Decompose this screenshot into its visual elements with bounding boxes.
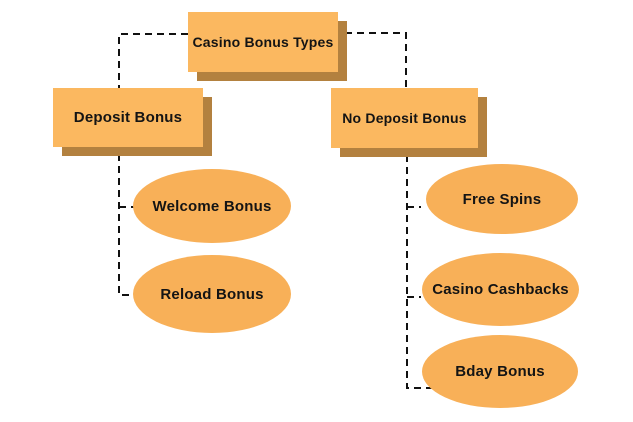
node-bday-bonus: Bday Bonus <box>422 335 578 408</box>
node-no-deposit-bonus: No Deposit Bonus <box>331 88 478 148</box>
connector-nodeposit-children-spine <box>406 155 432 389</box>
node-label: Welcome Bonus <box>152 197 272 215</box>
node-welcome-bonus: Welcome Bonus <box>133 169 291 243</box>
node-casino-bonus-types: Casino Bonus Types <box>188 12 338 72</box>
node-free-spins: Free Spins <box>426 164 578 234</box>
node-label: Free Spins <box>462 190 542 208</box>
node-label: Reload Bonus <box>160 285 264 303</box>
node-deposit-bonus: Deposit Bonus <box>53 88 203 147</box>
node-reload-bonus: Reload Bonus <box>133 255 291 333</box>
node-label: Casino Bonus Types <box>192 34 334 50</box>
connector-deposit-children-spine <box>118 154 134 296</box>
connector-root-to-nodeposit <box>345 32 407 88</box>
node-casino-cashbacks: Casino Cashbacks <box>422 253 579 326</box>
node-label: No Deposit Bonus <box>342 110 467 126</box>
node-label: Deposit Bonus <box>73 109 183 126</box>
connector-root-to-deposit <box>118 33 188 88</box>
node-label: Bday Bonus <box>455 363 545 380</box>
node-label: Casino Cashbacks <box>432 281 569 298</box>
